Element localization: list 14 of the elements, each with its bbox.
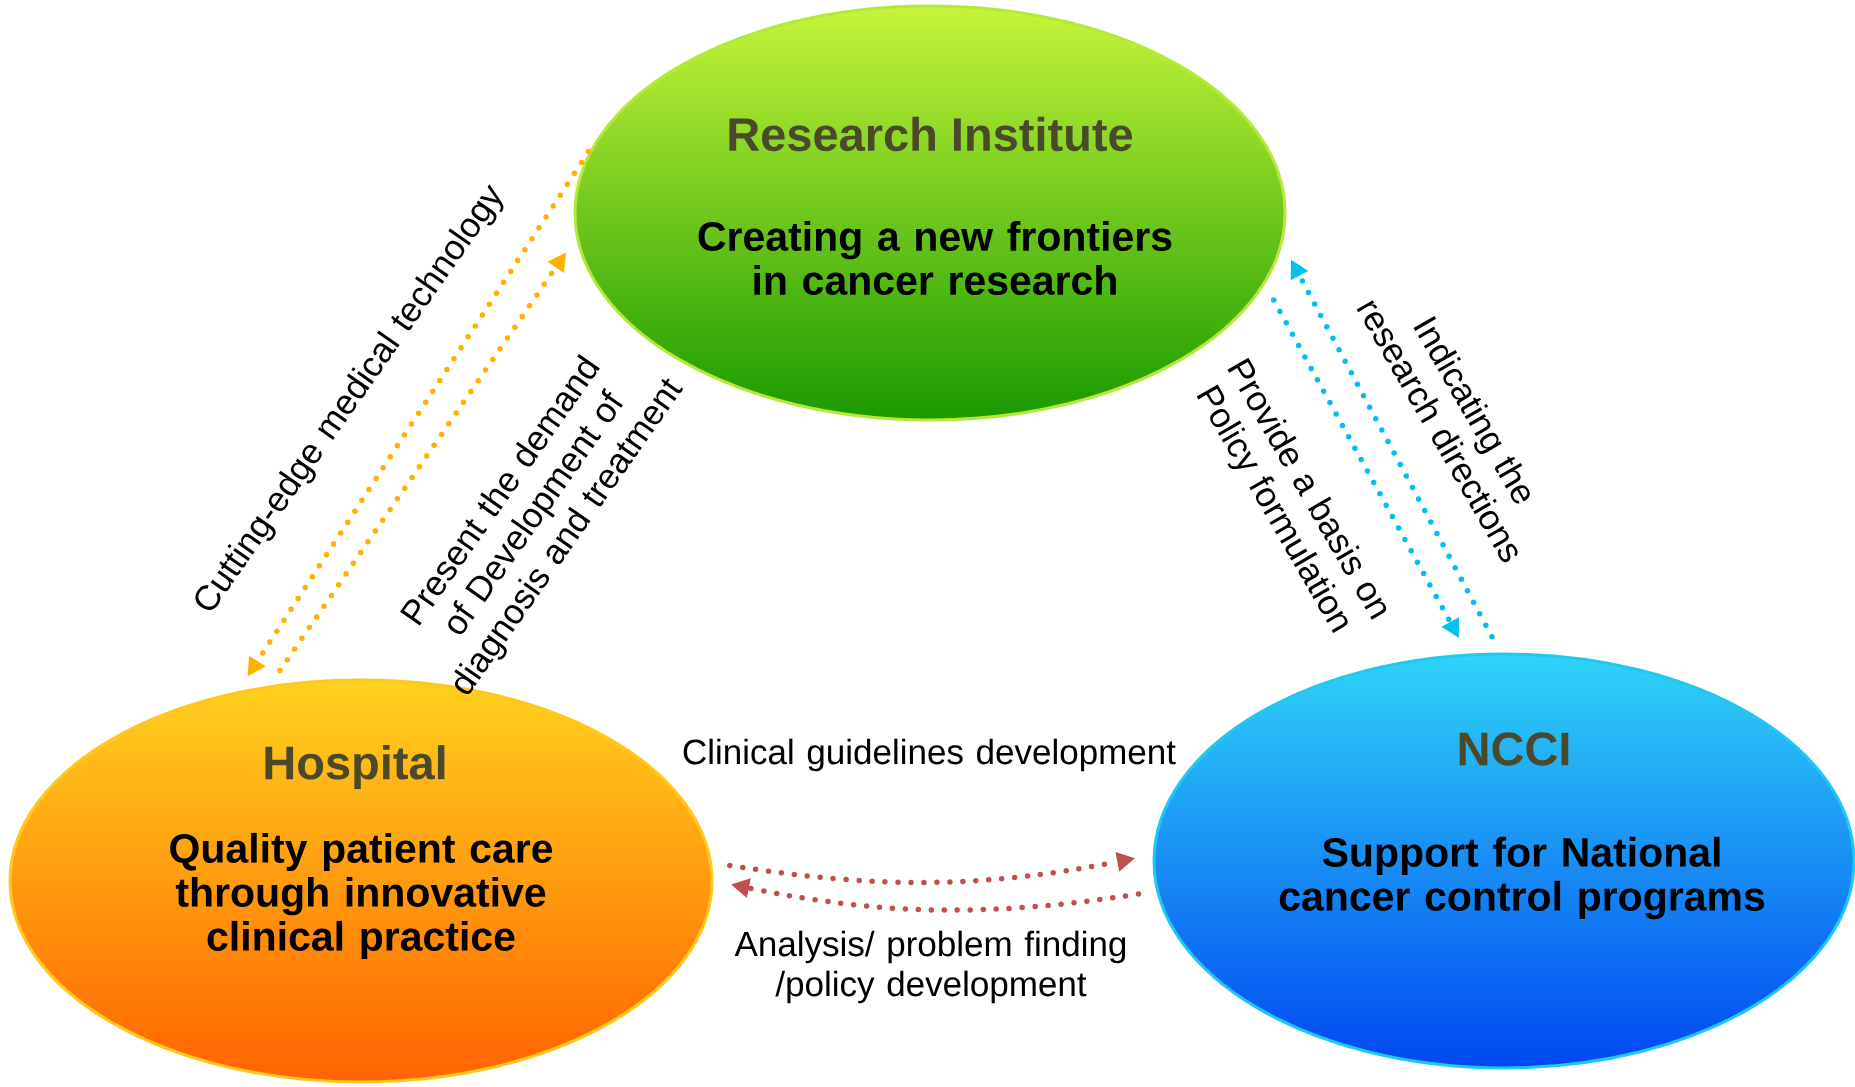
arrow [1290,259,1495,640]
edge-label: Clinical guidelines development [683,738,1176,772]
edge-label: Analysis/ problem finding /policy development [734,930,1126,1004]
arrow [247,148,592,677]
node-title: NCCI [1459,732,1569,766]
node-body: Creating a new frontiers in cancer research [698,220,1172,296]
node-body: Support for National cancer control programs [1279,836,1765,920]
node-title: Hospital [265,745,445,789]
arrow [1270,297,1459,638]
arrow [277,252,566,674]
node-body: Quality patient care through innovative clinical practice [170,832,553,960]
node-title: Research Institute [729,116,1133,152]
arrow [731,878,1142,913]
arrow [727,851,1135,886]
